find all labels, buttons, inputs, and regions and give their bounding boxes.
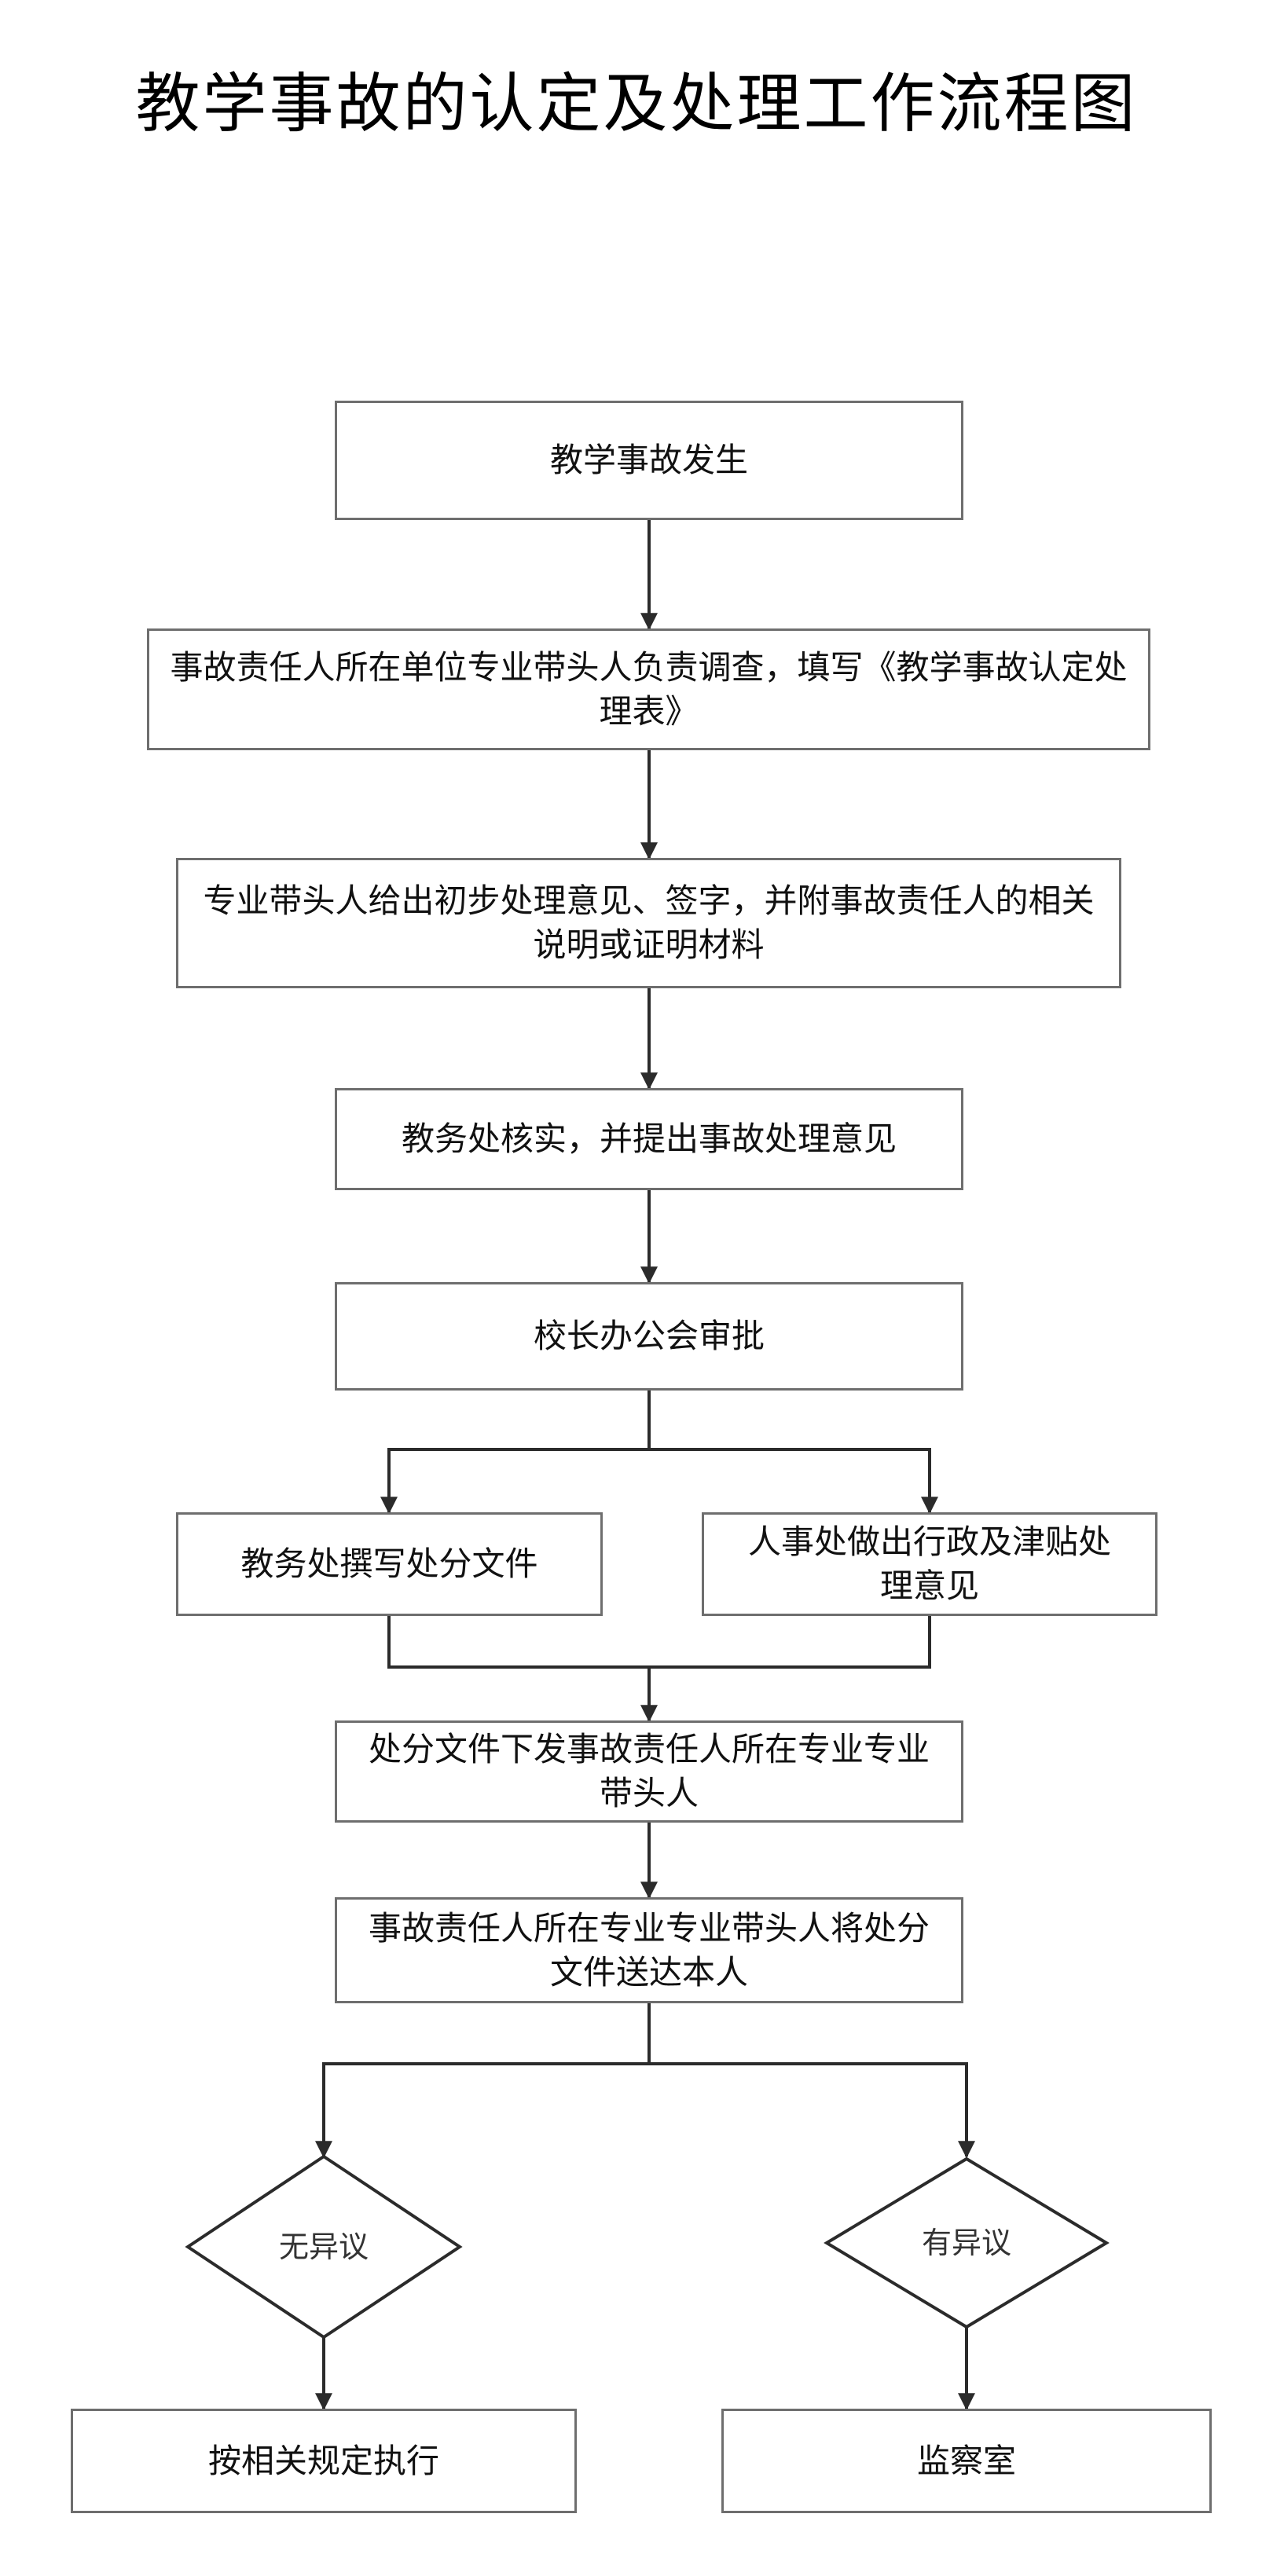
step-supervise: 监察室 [721, 2409, 1212, 2513]
page-title: 教学事故的认定及处理工作流程图 [135, 67, 1138, 141]
decision-objection-label: 有异议 [921, 2226, 1011, 2260]
connector-deliver-split [315, 2003, 651, 2159]
step-issue-doc: 处分文件下发事故责任人所在专业专业带头人 [335, 1720, 963, 1823]
connector-merge-left [387, 1616, 649, 1669]
connector-merge-right [649, 1616, 931, 1669]
step-deliver: 事故责任人所在专业专业带头人将处分文件送达本人 [335, 1897, 963, 2003]
connector-approve-split-right [649, 1448, 931, 1512]
connector-deliver-split-right [649, 2062, 975, 2159]
step-approve: 校长办公会审批 [335, 1282, 963, 1391]
step-execute: 按相关规定执行 [71, 2409, 577, 2513]
connector-approve-split [380, 1391, 651, 1515]
decision-objection-diamond [824, 2156, 1110, 2329]
step-hr-opinion: 人事处做出行政及津贴处理意见 [702, 1512, 1157, 1616]
step-investigate: 事故责任人所在单位专业带头人负责调查，填写《教学事故认定处理表》 [147, 628, 1150, 750]
decision-no-objection-label: 无异议 [278, 2230, 369, 2264]
step-preliminary: 专业带头人给出初步处理意见、签字，并附事故责任人的相关说明或证明材料 [176, 858, 1121, 988]
step-occur: 教学事故发生 [335, 401, 963, 520]
step-write-doc: 教务处撰写处分文件 [176, 1512, 603, 1616]
decision-no-objection-diamond [185, 2154, 463, 2340]
step-verify: 教务处核实，并提出事故处理意见 [335, 1088, 963, 1190]
